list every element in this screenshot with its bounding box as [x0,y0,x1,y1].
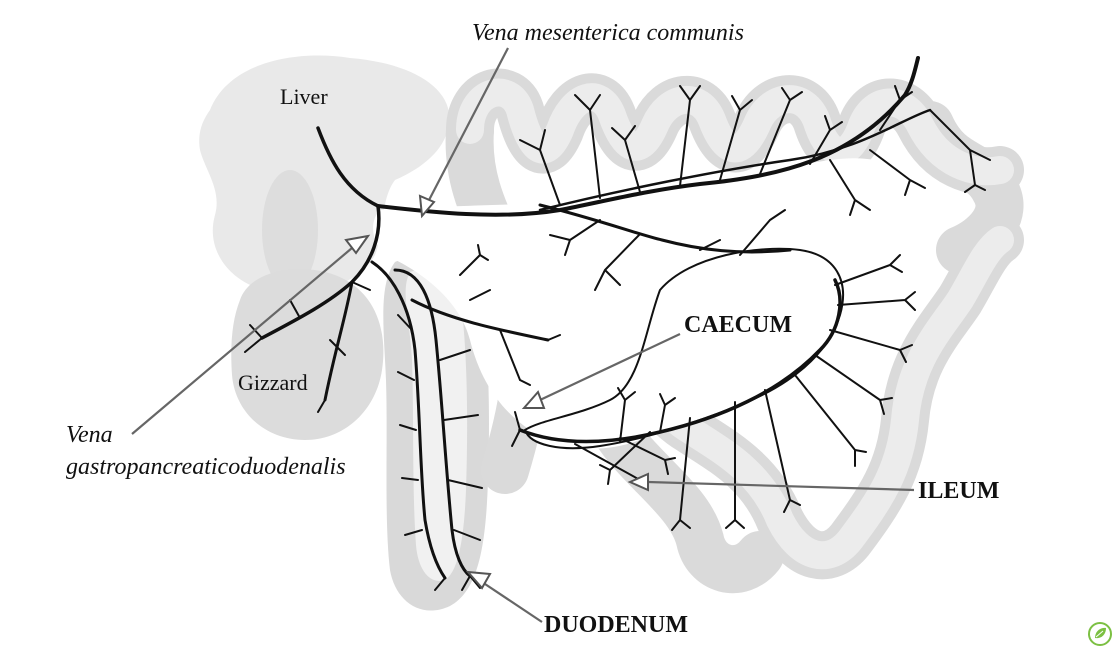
label-caecum: CAECUM [684,312,792,338]
twig [829,329,913,363]
twig [929,109,991,193]
gizzard-branch [323,280,354,402]
twig [679,85,701,187]
twig [794,374,867,467]
labels: Liver Gizzard Vena mesenterica communis … [66,20,999,638]
ileal-vein [518,278,842,444]
arrowhead-vena-mesenterica [418,194,436,219]
twig [244,299,326,413]
twig [829,159,871,216]
upper-arcade [538,108,932,212]
twig [764,389,801,513]
twig [869,149,926,196]
pointer-caecum [539,333,681,401]
label-vena-mesenterica: Vena mesenterica communis [472,20,744,46]
twig [814,354,893,415]
pointer-duodenum [481,581,543,623]
label-gizzard: Gizzard [238,370,308,395]
twig [599,431,651,485]
pointer-ileum [647,480,915,492]
twig [574,94,601,199]
vessel-network [244,56,991,591]
arrowhead-ileum [627,472,649,492]
twig [619,437,676,475]
twig [439,349,483,541]
twig [519,129,561,206]
twig [809,115,843,165]
caecal-vein [538,203,792,254]
liver-inner-lobe [262,170,318,290]
twig [671,417,691,531]
twig [549,219,601,256]
twig [837,291,916,311]
portal-to-liver [316,126,380,208]
arrowhead-duodenum [465,570,492,590]
pointer-arrows [131,47,915,623]
twig [719,95,753,181]
duodenal-vein-inner [393,268,472,578]
tissue-silhouettes [199,55,1024,611]
twig [659,393,676,433]
liver-shape [199,55,450,294]
twig [834,254,903,286]
label-duodenum: DUODENUM [544,612,688,638]
twig [594,233,641,291]
twig [759,87,803,175]
twig [574,387,641,481]
pancreatic-branch [410,298,550,342]
twig [725,401,745,529]
mesentery-sheet [373,158,906,449]
duodenal-vein-outer [370,260,447,580]
twig [511,411,521,447]
leaf-logo-icon [1088,622,1112,646]
twig [469,289,561,386]
label-ileum: ILEUM [918,478,999,504]
twig [329,281,371,356]
twig [879,85,913,131]
twig [397,314,423,536]
arrowhead-caecum [521,390,546,409]
twig [434,575,481,591]
twig [611,125,641,193]
label-vena-gastro-line2: gastropancreaticoduodenalis [66,454,346,480]
duodenum-inner [405,269,468,581]
arrowhead-vena-gastro [344,234,371,255]
label-vena-gastro-line1: Vena [66,422,113,448]
pointer-vena-gastro [131,247,353,435]
pointer-vena-mesenterica [427,47,509,203]
ileum-coil-upper-inner [456,78,1014,186]
vena-mesenterica-trunk [376,56,920,217]
gizzard-shape [231,268,384,440]
twig [699,209,786,256]
label-liver: Liver [280,84,328,109]
twig [459,244,489,276]
